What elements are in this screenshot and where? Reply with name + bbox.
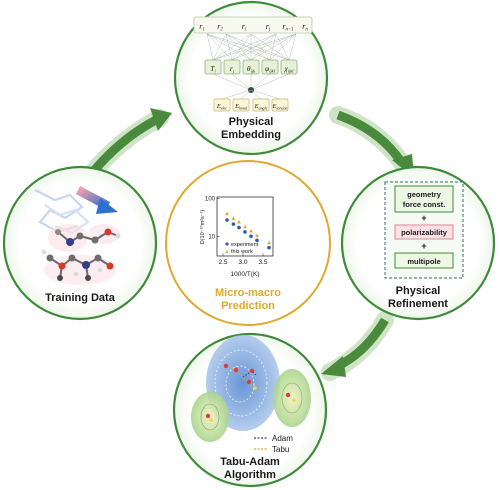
y-tick-label-1: 100 (205, 197, 216, 203)
trend-arrow-icon (75, 186, 118, 214)
tabu-label-line1: Tabu-Adam (220, 456, 280, 468)
input-node-2: ri (242, 22, 247, 33)
input-node-0: r1 (199, 22, 205, 33)
adam-path (242, 370, 258, 378)
geometry-box (394, 185, 454, 213)
legend-experiment: experiment (231, 242, 259, 248)
chart-ylabel: D(10⁻¹⁰m²s⁻¹) (199, 210, 206, 245)
loss-basin-green-left (191, 392, 229, 442)
x-tick-label-2: 3.5 (258, 259, 267, 266)
point-this-work-6 (267, 240, 271, 245)
refinement-label-line2: Refinement (388, 298, 448, 310)
point-experiment-0 (225, 218, 229, 222)
search-points (205, 363, 296, 422)
x-tick-label-0: 2.5 (218, 259, 227, 266)
legend-this-work: this work (231, 249, 253, 255)
neural-network-schematic: r1 r2 ri rj rn−1 rn Ti rj θijk φijkl χijkl Eelec E… (193, 16, 313, 112)
input-node-3: rj (266, 22, 271, 33)
tabu-path (225, 365, 253, 389)
embedding-label-line2: Embedding (221, 129, 281, 141)
x-tick-label-1: 3.0 (238, 259, 247, 266)
feature-label-3: φijkl (265, 64, 276, 74)
plus-sign-2: + (421, 241, 426, 251)
polarizability-box (394, 224, 454, 240)
point-this-work-5 (255, 233, 259, 238)
tabu-adam-legend: Adam Tabu (254, 434, 293, 454)
training-data-label: Training Data (45, 292, 116, 304)
node-tabu-adam: Adam Tabu Tabu-Adam Algorithm (172, 332, 328, 488)
legend-marker-this-work (225, 250, 229, 253)
energy-box-2 (252, 98, 270, 112)
legend-marker-experiment (225, 242, 229, 246)
plus-sign-1: + (421, 213, 426, 223)
legend-adam: Adam (272, 434, 293, 443)
input-node-4: rn−1 (282, 22, 293, 33)
energy-label-3: Etorsion (271, 103, 287, 111)
point-this-work-0 (225, 211, 229, 216)
polarizability-label: polarizability (401, 228, 448, 237)
point-experiment-1 (231, 222, 236, 226)
refinement-label-line1: Physical (396, 285, 441, 297)
multipole-box (394, 252, 454, 269)
chart-xlabel: 1000/T(K) (231, 271, 260, 278)
node-physical-refinement: geometry force const. + polarizability +… (340, 165, 496, 321)
tabu-label-line2: Algorithm (224, 469, 276, 481)
point-experiment-2 (237, 225, 241, 230)
arrow-refinement-to-tabu (321, 311, 394, 381)
point-experiment-5 (255, 238, 259, 243)
point-this-work-3 (243, 224, 247, 229)
chart-frame (216, 196, 274, 257)
chart-legend: experiment this work (225, 242, 259, 255)
legend-tabu: Tabu (272, 445, 289, 454)
center-title-line1: Micro-macro (215, 287, 281, 299)
energy-label-2: Eangle (254, 103, 268, 111)
node-training-data: Training Data (2, 165, 158, 321)
input-node-5: rn (302, 22, 308, 33)
loss-basin-green-right (273, 369, 311, 427)
feature-label-0: Ti (210, 64, 216, 74)
embedding-label-line1: Physical (229, 116, 274, 128)
feature-label-4: χijkl (283, 64, 294, 74)
energy-box-0 (213, 98, 231, 112)
center-title-line2: Prediction (221, 300, 275, 312)
point-experiment-3 (243, 230, 247, 234)
center-ring (165, 160, 331, 326)
y-tick-label-0: 10 (208, 234, 215, 240)
node-micro-macro-prediction: 2.5 3.0 3.5 10 100 experiment this work 1000… (165, 160, 331, 326)
feature-label-2: θijk (247, 64, 256, 74)
energy-box-1 (232, 98, 250, 112)
point-this-work-2 (237, 220, 241, 224)
point-experiment-4 (249, 234, 253, 239)
energy-label-1: Ebond (234, 103, 247, 111)
diffusion-chart: 2.5 3.0 3.5 10 100 experiment this work 1000… (199, 196, 274, 278)
feature-label-1: rj (230, 64, 235, 74)
molecule-illustration (34, 189, 121, 285)
energy-label-0: Eelec (216, 103, 228, 111)
arrow-training-to-embedding (79, 108, 172, 187)
point-this-work-1 (231, 216, 236, 220)
multipole-label: multipole (407, 257, 440, 266)
energy-box-3 (271, 98, 289, 112)
point-this-work-4 (249, 228, 253, 233)
input-node-1: r2 (217, 22, 223, 33)
point-experiment-6 (267, 245, 271, 250)
geometry-label-line2: force const. (403, 200, 446, 209)
geometry-label-line1: geometry (407, 190, 442, 199)
